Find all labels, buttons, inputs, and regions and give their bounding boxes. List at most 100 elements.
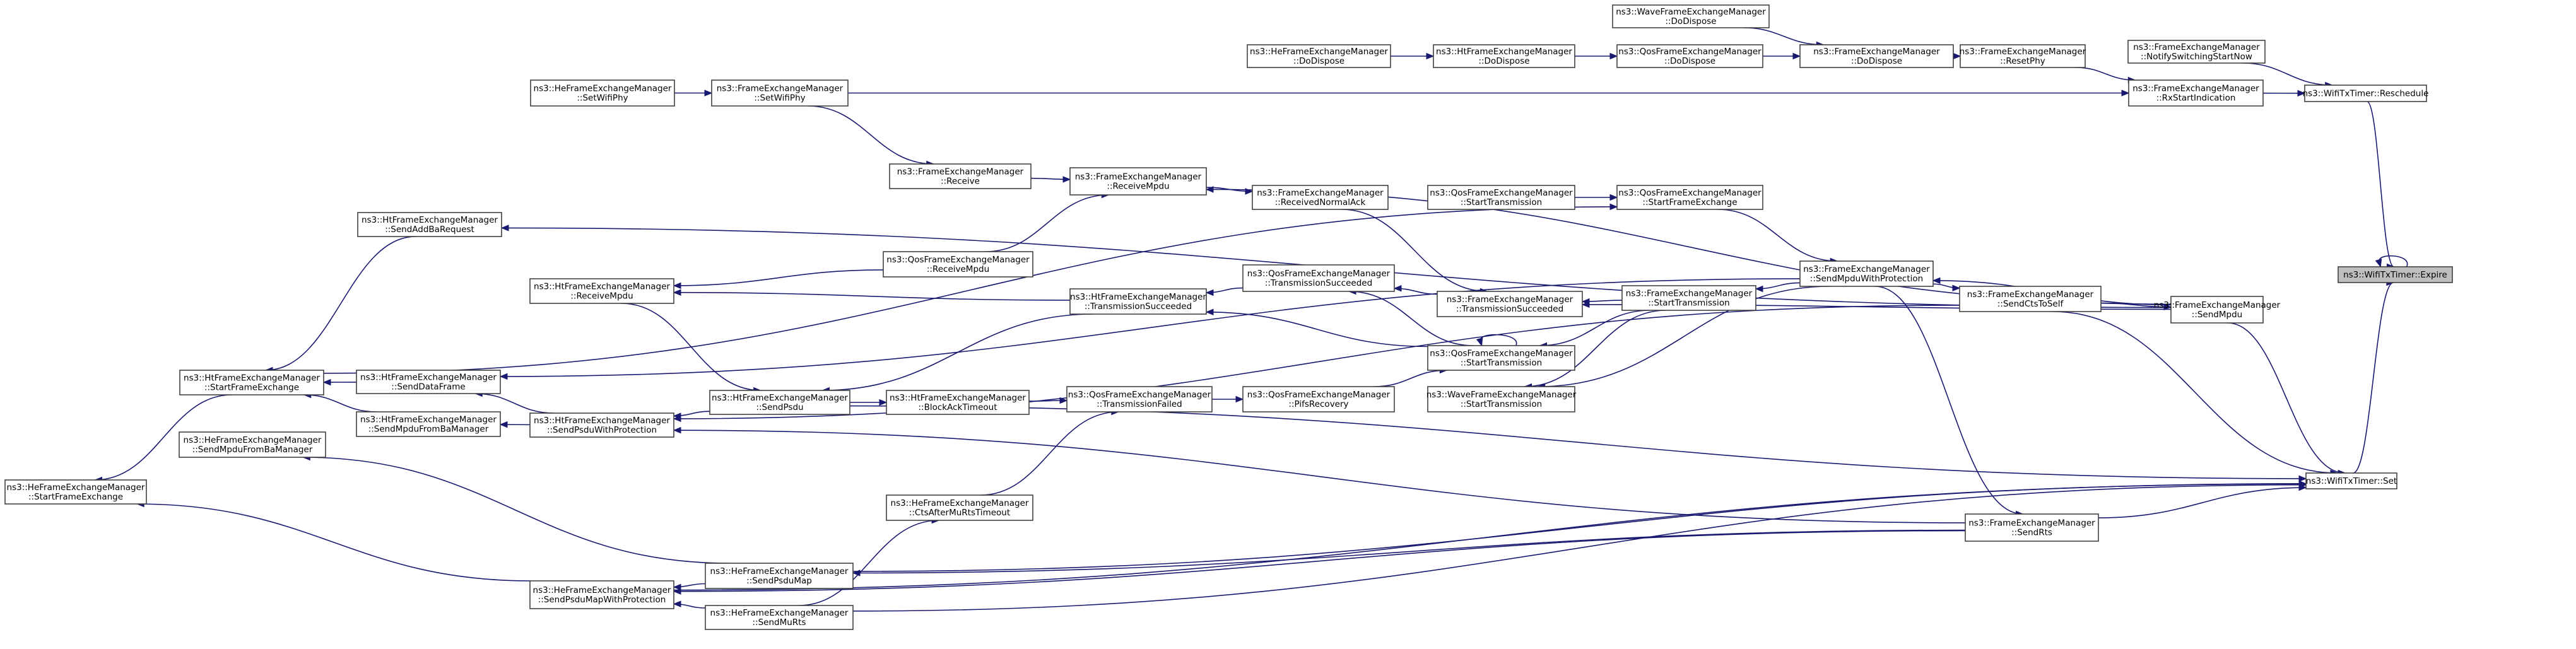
node-box[interactable] [2127,40,2266,64]
node-he-sendPsduMapWithProtection[interactable]: ns3::HeFrameExchangeManager::SendPsduMap… [529,580,674,609]
node-box[interactable] [1616,44,1763,68]
node-box[interactable] [886,494,1033,521]
node-fem-resetPhy[interactable]: ns3::FrameExchangeManager::ResetPhy [1960,44,2086,68]
node-fem-doDispose[interactable]: ns3::FrameExchangeManager::DoDispose [1799,44,1954,68]
node-label: ::Receive [941,177,980,187]
node-ht-txSucceeded[interactable]: ns3::HtFrameExchangeManager::Transmissio… [1069,288,1207,315]
node-box[interactable] [1799,260,1934,287]
node-ht-sendMpduFromBaManager[interactable]: ns3::HtFrameExchangeManager::SendMpduFro… [356,411,501,437]
node-box[interactable] [2338,266,2453,283]
node-fem-txSucceeded[interactable]: ns3::FrameExchangeManager::TransmissionS… [1437,291,1583,317]
node-qos-doDispose[interactable]: ns3::QosFrameExchangeManager::DoDispose [1616,44,1763,68]
node-ht-sendPsduWithProtection[interactable]: ns3::HtFrameExchangeManager::SendPsduWit… [529,412,674,438]
node-qos-startFrameExchange[interactable]: ns3::QosFrameExchangeManager::StartFrame… [1616,185,1763,210]
node-fem-sendMpduWithProtection[interactable]: ns3::FrameExchangeManager::SendMpduWithP… [1799,260,1934,287]
node-box[interactable] [1069,288,1207,315]
node-box[interactable] [1242,264,1395,292]
node-wave-startTx[interactable]: ns3::WaveFrameExchangeManager::StartTran… [1426,386,1577,412]
node-box[interactable] [1437,291,1583,317]
node-he-setWifiPhy[interactable]: ns3::HeFrameExchangeManager::SetWifiPhy [530,79,675,107]
node-qos-startTx-b[interactable]: ns3::QosFrameExchangeManager::StartTrans… [1427,345,1575,371]
node-he-sendPsduMap[interactable]: ns3::HeFrameExchangeManager::SendPsduMap [705,563,854,589]
node-box[interactable] [1427,345,1575,371]
node-box[interactable] [711,79,849,107]
node-ht-sendAddBaRequest[interactable]: ns3::HtFrameExchangeManager::SendAddBaRe… [357,212,502,237]
node-box[interactable] [886,390,1030,415]
arrowhead [2121,90,2130,96]
node-set[interactable]: ns3::WifiTxTimer::Set [2305,472,2397,489]
node-expire[interactable]: ns3::WifiTxTimer::Expire [2338,266,2453,283]
node-box[interactable] [529,412,674,438]
node-label: ns3::HtFrameExchangeManager [360,415,497,425]
node-ht-blockAckTimeout[interactable]: ns3::HtFrameExchangeManager::BlockAckTim… [886,390,1030,415]
node-box[interactable] [1252,185,1389,210]
node-qos-startTx-a[interactable]: ns3::QosFrameExchangeManager::StartTrans… [1427,185,1575,210]
node-label: ::StartFrameExchange [1642,197,1737,208]
node-box[interactable] [356,411,501,437]
node-box[interactable] [356,370,501,394]
node-label: ns3::QosFrameExchangeManager [1618,47,1761,57]
node-qos-receiveMpdu[interactable]: ns3::QosFrameExchangeManager::ReceiveMpd… [883,251,1033,278]
node-he-sendMuRts[interactable]: ns3::HeFrameExchangeManager::SendMuRts [705,605,854,630]
node-fem-setWifiPhy[interactable]: ns3::FrameExchangeManager::SetWifiPhy [711,79,849,107]
node-he-ctsAfterMuRtsTimeout[interactable]: ns3::HeFrameExchangeManager::CtsAfterMuR… [886,494,1033,521]
node-box[interactable] [2305,472,2397,489]
node-fem-receiveMpdu[interactable]: ns3::FrameExchangeManager::ReceiveMpdu [1069,167,1207,196]
node-notifySwitching[interactable]: ns3::FrameExchangeManager::NotifySwitchi… [2127,40,2266,64]
node-box[interactable] [1959,286,2102,312]
node-fem-receivedNormalAck[interactable]: ns3::FrameExchangeManager::ReceivedNorma… [1252,185,1389,210]
node-reschedule[interactable]: ns3::WifiTxTimer::Reschedule [2303,85,2429,102]
node-ht-receiveMpdu[interactable]: ns3::HtFrameExchangeManager::ReceiveMpdu [529,278,674,304]
node-label: ::SendMpdu [2192,310,2242,320]
arrowhead [499,373,508,380]
node-box[interactable] [1799,44,1954,68]
node-box[interactable] [1965,513,2099,542]
node-box[interactable] [1247,44,1391,68]
node-wave-doDispose[interactable]: ns3::WaveFrameExchangeManager::DoDispose [1612,4,1770,28]
node-fem-startTx[interactable]: ns3::FrameExchangeManager::StartTransmis… [1621,285,1756,311]
node-box[interactable] [529,580,674,609]
node-ht-sendDataFrame[interactable]: ns3::HtFrameExchangeManager::SendDataFra… [356,370,501,394]
node-box[interactable] [1621,285,1756,311]
node-box[interactable] [2304,85,2427,102]
node-ht-sendPsdu[interactable]: ns3::HtFrameExchangeManager::SendPsdu [709,390,850,415]
node-box[interactable] [529,278,674,304]
node-box[interactable] [4,479,147,505]
node-ht-startFrameExchange[interactable]: ns3::HtFrameExchangeManager::StartFrameE… [179,370,324,395]
node-box[interactable] [1433,44,1575,68]
node-box[interactable] [357,212,502,237]
node-box[interactable] [883,251,1033,278]
node-qos-pifsRecovery[interactable]: ns3::QosFrameExchangeManager::PifsRecove… [1242,386,1395,412]
node-box[interactable] [1616,185,1763,210]
node-box[interactable] [179,370,324,395]
node-box[interactable] [1427,185,1575,210]
node-box[interactable] [1612,4,1770,28]
node-rxStart[interactable]: ns3::FrameExchangeManager::RxStartIndica… [2128,79,2264,107]
node-qos-txSucceeded[interactable]: ns3::QosFrameExchangeManager::Transmissi… [1242,264,1395,292]
node-box[interactable] [1066,386,1213,412]
node-box[interactable] [179,431,326,458]
node-box[interactable] [705,563,854,589]
node-label: ns3::FrameExchangeManager [1075,172,1202,182]
node-fem-sendMpdu[interactable]: ns3::FrameExchangeManager::SendMpdu [2154,296,2281,324]
node-he-startFrameExchange[interactable]: ns3::HeFrameExchangeManager::StartFrameE… [4,479,147,505]
node-box[interactable] [705,605,854,630]
node-fem-sendRts[interactable]: ns3::FrameExchangeManager::SendRts [1965,513,2099,542]
node-box[interactable] [2128,79,2264,107]
node-label: ::StartTransmission [1461,197,1542,208]
node-box[interactable] [709,390,850,415]
node-box[interactable] [530,79,675,107]
node-box[interactable] [1069,167,1207,196]
node-ht-doDispose[interactable]: ns3::HtFrameExchangeManager::DoDispose [1433,44,1575,68]
node-box[interactable] [1242,386,1395,412]
node-fem-sendCtsToSelf[interactable]: ns3::FrameExchangeManager::SendCtsToSelf [1959,286,2102,312]
node-he-sendMpduFromBaManager[interactable]: ns3::HeFrameExchangeManager::SendMpduFro… [179,431,326,458]
node-box[interactable] [1960,44,2086,68]
node-box[interactable] [2170,296,2264,324]
node-box[interactable] [1427,386,1575,412]
node-qos-txFailed[interactable]: ns3::QosFrameExchangeManager::Transmissi… [1066,386,1213,412]
node-box[interactable] [889,163,1032,189]
node-fem-receive[interactable]: ns3::FrameExchangeManager::Receive [889,163,1032,189]
node-he-doDispose[interactable]: ns3::HeFrameExchangeManager::DoDispose [1247,44,1391,68]
call-edge [1575,52,1618,60]
